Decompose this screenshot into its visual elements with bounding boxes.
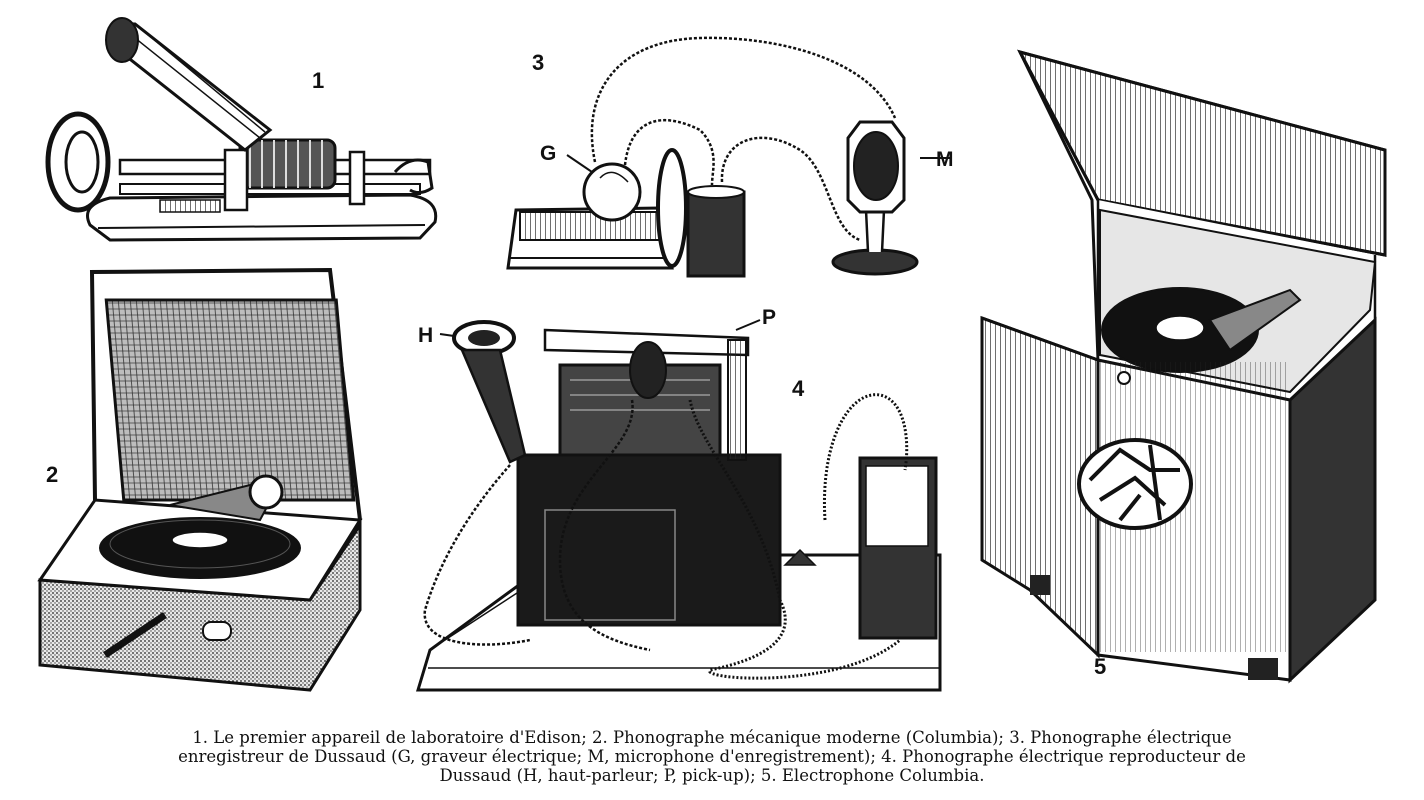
edison-phonograph-illustration xyxy=(45,17,438,242)
label-graveur: G xyxy=(540,142,556,165)
figure-number-5: 5 xyxy=(1094,654,1106,679)
figure-number-4: 4 xyxy=(792,376,805,401)
illustration-plate: 1 3 2 4 5 G M H P xyxy=(37,17,1387,692)
caption-line-2: enregistreur de Dussaud (G, graveur élec… xyxy=(178,747,1246,766)
figure-caption: 1. Le premier appareil de laboratoire d'… xyxy=(20,728,1404,785)
label-haut-parleur: H xyxy=(418,324,433,347)
figure-number-1: 1 xyxy=(312,68,324,93)
label-pick-up: P xyxy=(762,306,776,329)
dussaud-recorder-illustration xyxy=(506,36,950,278)
label-microphone: M xyxy=(936,148,954,171)
columbia-electrophone-illustration xyxy=(980,49,1387,684)
caption-line-1: 1. Le premier appareil de laboratoire d'… xyxy=(192,728,1232,747)
dussaud-reproducer-illustration xyxy=(415,319,942,692)
columbia-portable-phonograph-illustration xyxy=(37,267,363,692)
figure-number-2: 2 xyxy=(46,462,58,487)
figure-number-3: 3 xyxy=(532,50,544,75)
caption-line-3: Dussaud (H, haut-parleur; P, pick-up); 5… xyxy=(439,766,985,785)
